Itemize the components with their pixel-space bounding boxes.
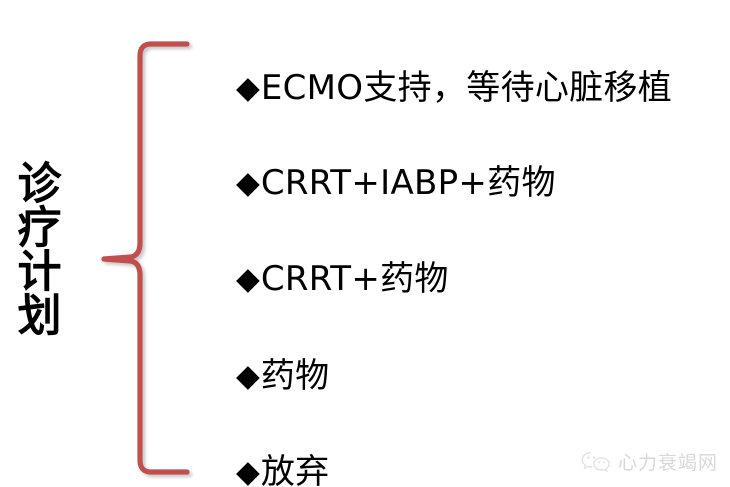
list-item-label: CRRT+药物 xyxy=(260,259,449,299)
list-item: ◆ 放弃 xyxy=(236,448,329,487)
list-item-label: 药物 xyxy=(260,356,330,396)
brace-group xyxy=(95,40,205,475)
left-curly-brace-icon xyxy=(101,41,190,475)
list-item-label: CRRT+IABP+药物 xyxy=(260,163,556,203)
list-item-label: 放弃 xyxy=(260,452,330,487)
diamond-bullet-icon: ◆ xyxy=(236,69,260,106)
list-item: ◆ ECMO支持，等待心脏移植 xyxy=(236,64,672,112)
diamond-bullet-icon: ◆ xyxy=(236,453,260,487)
watermark: 心力衰竭网 xyxy=(581,448,718,475)
list-item: ◆ CRRT+IABP+药物 xyxy=(236,159,556,207)
diamond-bullet-icon: ◆ xyxy=(236,357,260,394)
plan-option-list: ◆ ECMO支持，等待心脏移植 ◆ CRRT+IABP+药物 ◆ CRRT+药物… xyxy=(236,34,706,487)
list-item: ◆ CRRT+药物 xyxy=(236,255,449,303)
category-label: 诊疗计划 xyxy=(9,159,61,336)
list-item-label: ECMO支持，等待心脏移植 xyxy=(260,68,673,108)
wechat-icon xyxy=(581,450,611,474)
diamond-bullet-icon: ◆ xyxy=(236,164,260,201)
watermark-label: 心力衰竭网 xyxy=(617,452,718,474)
list-item: ◆ 药物 xyxy=(236,352,329,400)
diamond-bullet-icon: ◆ xyxy=(236,260,260,297)
